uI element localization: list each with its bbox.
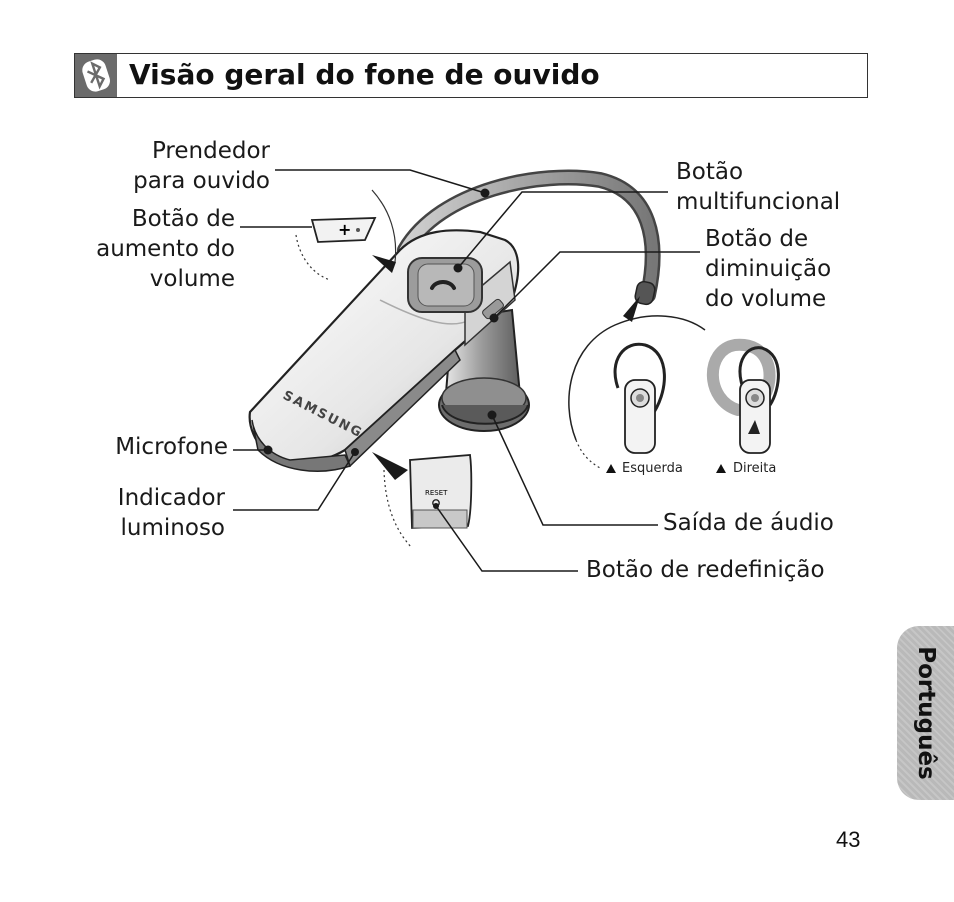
wear-right-caption: Direita [733,461,777,476]
language-tab: Português [897,626,954,800]
leader-dots [263,188,499,509]
page-title: Visão geral do fone de ouvido [129,58,600,91]
label-microphone: Microfone [115,434,228,460]
reset-text: RESET [425,489,448,497]
page-number: 43 [836,827,861,852]
leader-lines [233,169,700,572]
reset-inset: RESET [372,452,473,549]
label-reset-button: Botão de redefinição [586,557,825,583]
wearing-inset [568,296,780,469]
headset-body [248,229,520,472]
left-triangle-icon [606,464,616,473]
label-audio-out: Saída de áudio [663,510,834,536]
right-triangle-icon [716,464,726,473]
svg-text:+: + [338,220,351,239]
section-title-bar: Visão geral do fone de ouvido [74,53,868,98]
volume-up-inset: + [295,189,397,281]
bluetooth-icon [75,54,117,97]
wear-left-caption: Esquerda [622,461,683,476]
ear-hook [397,169,661,306]
language-tab-label: Português [912,646,939,780]
